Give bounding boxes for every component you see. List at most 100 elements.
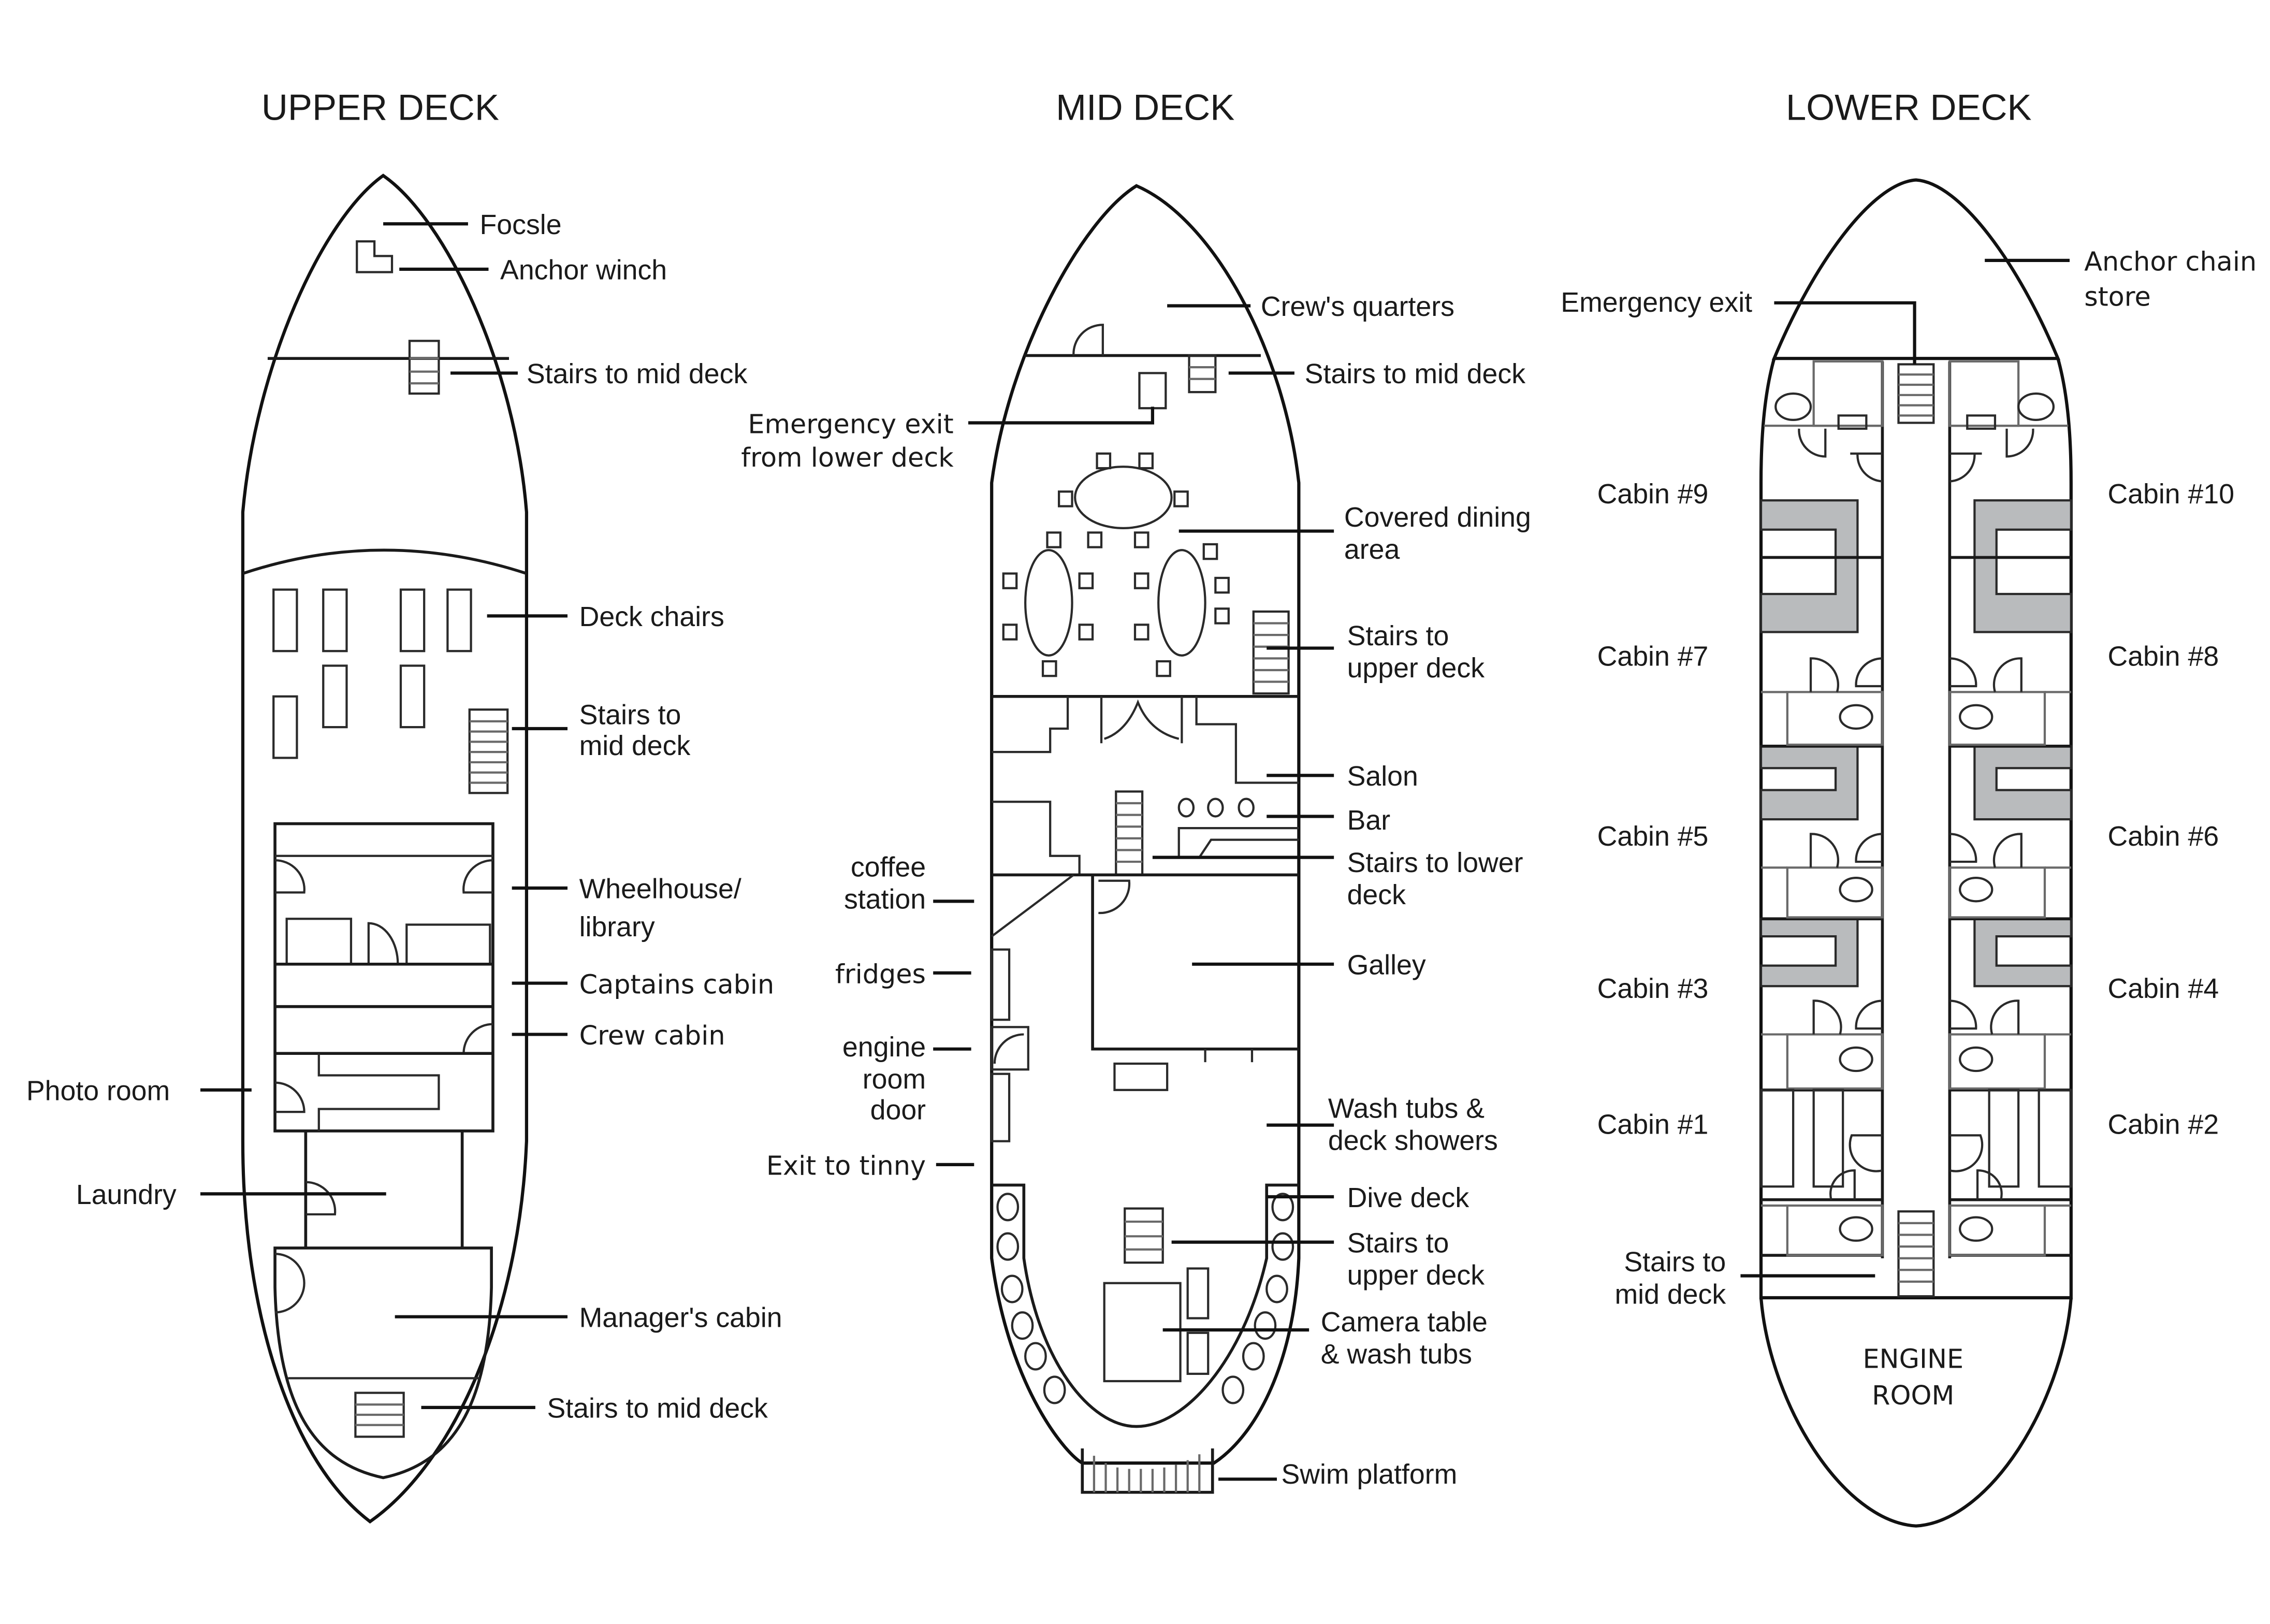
bar-stool-icon bbox=[1207, 798, 1224, 818]
label-salon: Salon bbox=[1347, 761, 1418, 792]
door-icon bbox=[1992, 657, 2022, 692]
bed-icon bbox=[2038, 1089, 2072, 1188]
sink-icon bbox=[1966, 414, 1997, 430]
deckhouse bbox=[273, 822, 494, 1133]
deck-chair-icon bbox=[272, 588, 298, 653]
door-icon bbox=[462, 1023, 493, 1055]
upper-hull-outline bbox=[241, 173, 529, 1524]
dive-tank-icon bbox=[1265, 1274, 1288, 1303]
salon-doorway bbox=[1100, 696, 1183, 744]
toilet-icon bbox=[2017, 392, 2055, 421]
door-icon bbox=[1809, 833, 1839, 868]
bar-counter bbox=[1177, 827, 1299, 859]
label-camera-table: Camera table bbox=[1321, 1307, 1488, 1338]
dining-tables bbox=[1002, 452, 1230, 677]
dining-table-icon bbox=[1074, 466, 1173, 530]
anchor-winch-icon bbox=[356, 240, 394, 273]
coffee-station bbox=[991, 874, 1074, 937]
door-icon bbox=[1072, 324, 1104, 356]
swim-platform bbox=[1081, 1448, 1214, 1494]
toilet-icon bbox=[1774, 392, 1812, 421]
label-photo-room: Photo room bbox=[26, 1076, 170, 1107]
bunk-beds bbox=[1759, 499, 2072, 988]
toilet-icon bbox=[1959, 1046, 1993, 1072]
label-stairs-fwd: Stairs to mid deck bbox=[527, 358, 748, 389]
toilet-icon bbox=[1839, 1046, 1873, 1072]
salon-seating bbox=[992, 696, 1069, 753]
label-crews-quarters: Crew's quarters bbox=[1261, 291, 1454, 322]
door-icon bbox=[1855, 657, 1883, 688]
bed-icon bbox=[1759, 1089, 1795, 1188]
stairs-icon bbox=[1188, 354, 1217, 394]
label-stairs-aft: Stairs to mid deck bbox=[547, 1393, 768, 1424]
stairs-icon bbox=[1124, 1207, 1164, 1264]
label-dining: Covered dining bbox=[1344, 502, 1531, 533]
salon-seating bbox=[992, 801, 1081, 875]
label-cabin-8: Cabin #8 bbox=[2107, 641, 2219, 672]
work-bench bbox=[1113, 1062, 1169, 1091]
label-cabin-3: Cabin #3 bbox=[1597, 973, 1709, 1004]
bed-icon bbox=[1988, 1089, 2020, 1188]
cabin-partitions bbox=[1759, 657, 2072, 1257]
upper-deck-title: UPPER DECK bbox=[261, 87, 499, 128]
label-engine-door: engine bbox=[842, 1032, 926, 1063]
engine-room-door-icon bbox=[991, 1026, 1029, 1071]
label-emergency-exit: Emergency exit bbox=[1561, 287, 1752, 318]
label-focsle: Focsle bbox=[480, 209, 562, 240]
bar-stools bbox=[1177, 798, 1255, 818]
label-wheelhouse-2: library bbox=[579, 911, 655, 943]
upper-deck: UPPER DECK bbox=[26, 87, 782, 1524]
stairs-icon bbox=[354, 1391, 405, 1438]
label-cabin-9: Cabin #9 bbox=[1597, 479, 1709, 510]
label-stairs-lower-2: deck bbox=[1347, 879, 1406, 910]
mid-hull-outline bbox=[990, 184, 1301, 1465]
label-cabin-10: Cabin #10 bbox=[2107, 479, 2234, 510]
toilet-icon bbox=[1959, 704, 1993, 730]
label-cabin-1: Cabin #1 bbox=[1597, 1109, 1709, 1140]
dive-tank-icon bbox=[996, 1232, 1020, 1261]
label-crew-cabin: Crew cabin bbox=[579, 1020, 725, 1051]
dive-tank-icon bbox=[1242, 1342, 1265, 1371]
mid-deck-title: MID DECK bbox=[1056, 87, 1234, 128]
label-cabin-6: Cabin #6 bbox=[2107, 821, 2219, 852]
fridge-icon bbox=[991, 948, 1011, 1021]
label-stairs-mid-2: mid deck bbox=[1614, 1279, 1726, 1310]
toilet-icon bbox=[1839, 877, 1873, 903]
door-icon bbox=[1949, 1134, 1984, 1172]
dive-tank-icon bbox=[1000, 1274, 1024, 1303]
dive-tank-icon bbox=[1271, 1193, 1294, 1222]
dive-tank-icon bbox=[1024, 1342, 1047, 1371]
door-icon bbox=[275, 1253, 305, 1314]
bunk-icon bbox=[1973, 918, 2072, 988]
door-icon bbox=[1949, 833, 1977, 863]
label-coffee: coffee bbox=[851, 851, 926, 882]
label-captains-cabin: Captains cabin bbox=[579, 969, 775, 999]
label-anchor-chain-2: store bbox=[2084, 281, 2151, 312]
dining-table-icon bbox=[1024, 549, 1073, 657]
label-engine-room: ENGINE bbox=[1862, 1344, 1963, 1374]
stairs-icon bbox=[1897, 1210, 1935, 1298]
label-stairs-lower: Stairs to lower bbox=[1347, 847, 1523, 878]
deck-chair-icon bbox=[322, 664, 348, 729]
deck-chair-icon bbox=[272, 695, 298, 759]
door-icon bbox=[1798, 428, 1827, 458]
door-icon bbox=[1850, 452, 1883, 483]
label-cabin-2: Cabin #2 bbox=[2107, 1109, 2219, 1140]
label-stairs-fwd: Stairs to mid deck bbox=[1305, 358, 1526, 389]
dive-tank-icon bbox=[996, 1193, 1020, 1222]
label-camera-table-2: & wash tubs bbox=[1321, 1339, 1472, 1370]
mid-deck: MID DECK bbox=[741, 87, 1531, 1494]
bunk-icon bbox=[1973, 745, 2072, 821]
label-wash-tubs: Wash tubs & bbox=[1328, 1093, 1485, 1124]
fridge-icon bbox=[991, 1072, 1011, 1142]
label-wash-tubs-2: deck showers bbox=[1328, 1125, 1498, 1156]
bunk-icon bbox=[1759, 918, 1859, 988]
label-anchor-chain: Anchor chain bbox=[2084, 247, 2257, 277]
label-stairs-upper-2: upper deck bbox=[1347, 653, 1485, 684]
bathroom-fwd bbox=[1764, 360, 2069, 483]
bunk-icon bbox=[1759, 745, 1859, 821]
label-stairs-mid-2: mid deck bbox=[579, 730, 691, 761]
door-icon bbox=[1812, 999, 1842, 1035]
sink-icon bbox=[1837, 414, 1868, 430]
